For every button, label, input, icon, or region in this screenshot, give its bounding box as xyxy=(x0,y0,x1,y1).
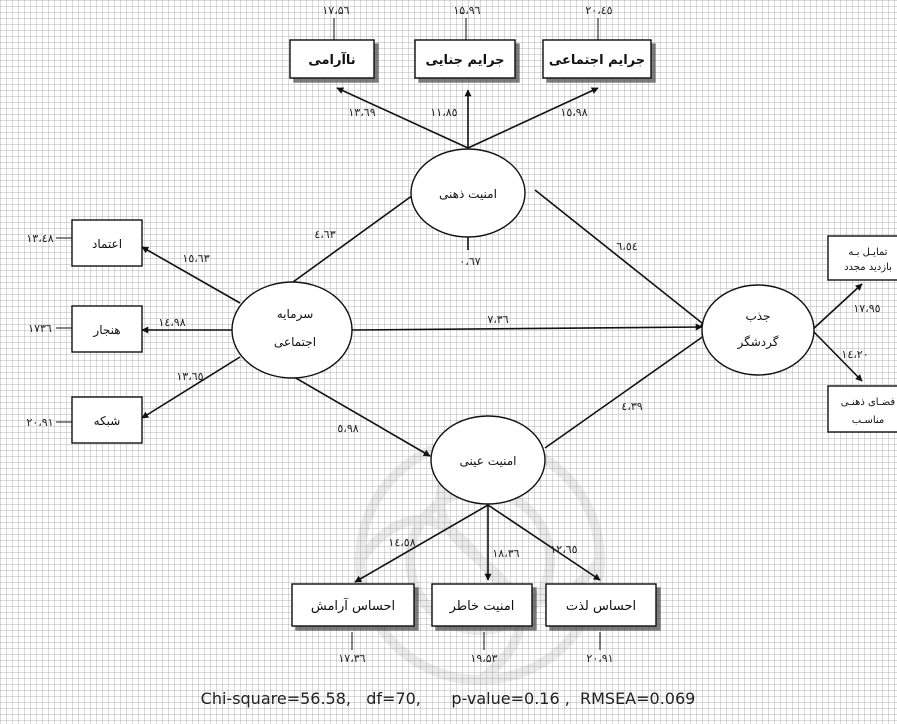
box-trust xyxy=(71,219,143,267)
label-network: شبکه xyxy=(94,414,121,428)
box-norm xyxy=(71,305,143,353)
arrow-social-capital-to-attraction xyxy=(351,323,703,331)
error-network: ۲۰،۹۱ xyxy=(26,416,53,429)
path-value-attraction-mental-space: ۱٤،۲۰ xyxy=(841,348,868,361)
label-trust: اعتماد xyxy=(92,237,122,251)
path-value-mental-criminal: ۱۱،۸٥ xyxy=(430,106,457,119)
arrow-attraction-to-mental-space xyxy=(811,329,863,382)
path-value-attraction-revisit: ۱۷،۹٥ xyxy=(853,302,880,315)
error-criminal-offenses: ۱۵،۹٦ xyxy=(453,4,480,17)
ellipse-objective-security xyxy=(430,415,546,505)
error-trust: ۱۳،٤۸ xyxy=(26,232,53,245)
ellipse-tourist-attraction xyxy=(701,284,815,376)
box-criminal-offenses xyxy=(414,39,516,79)
error-peace-of-mind: ۱۹،۵۳ xyxy=(470,652,497,665)
error-norm: ۱۷۳٦ xyxy=(28,322,52,335)
box-revisit xyxy=(827,235,897,281)
error-calmness: ۱۷،۳٦ xyxy=(338,652,365,665)
label-criminal-offenses: جرایم جنایی xyxy=(425,53,504,68)
label-mental-space-line1: فضـای ذهنـی xyxy=(841,397,896,408)
label-social-capital-line2: اجتماعی xyxy=(274,335,316,349)
path-value-objective-calmness: ۱٤،٥۸ xyxy=(388,536,415,549)
label-revisit-line2: بازدید مجدد xyxy=(844,262,892,273)
path-value-social-network: ۱۳،٦٥ xyxy=(176,370,203,383)
path-value-social-attraction: ۷،۳٦ xyxy=(487,313,508,326)
arrow-objective-to-attraction xyxy=(544,332,709,449)
box-unrest xyxy=(289,39,375,79)
arrow-mental-to-attraction xyxy=(534,189,708,328)
arrow-social-capital-to-mental xyxy=(281,189,421,291)
arrow-mental-to-social-offenses xyxy=(467,87,599,149)
error-social-offenses: ۲۰،٤٥ xyxy=(585,4,612,17)
box-social-offenses xyxy=(542,39,652,79)
label-revisit-line1: تمایـل بـه xyxy=(848,247,887,258)
error-mental-security: ۰،٦۷ xyxy=(459,255,480,268)
box-mental-space xyxy=(827,385,897,433)
path-value-mental-unrest: ۱۳،٦۹ xyxy=(348,106,375,119)
arrow-mental-to-unrest xyxy=(336,87,469,149)
label-pleasure: احساس لذت xyxy=(566,599,636,614)
label-attraction-line2: گردشگر xyxy=(737,335,779,350)
label-mental-security: امنیت ذهنی xyxy=(439,187,497,201)
ellipse-mental-security xyxy=(410,148,526,238)
label-social-capital-line1: سرمایه xyxy=(277,307,314,322)
arrow-attraction-to-revisit xyxy=(811,283,863,331)
error-pleasure: ۲۰،۹۱ xyxy=(586,652,613,665)
box-calmness xyxy=(291,583,415,627)
path-value-social-trust: ۱٥،٦۳ xyxy=(182,252,209,265)
path-value-objective-peace: ۱۸،۳٦ xyxy=(492,547,519,560)
arrow-social-capital-to-trust xyxy=(141,246,241,304)
path-value-social-objective: ٥،۹۸ xyxy=(337,422,358,435)
label-social-offenses: جرایم اجتماعی xyxy=(549,53,645,68)
arrow-social-capital-to-objective xyxy=(281,369,431,457)
box-network xyxy=(71,396,143,444)
arrow-objective-to-pleasure xyxy=(487,504,601,581)
path-value-mental-attraction: ٦،٥٤ xyxy=(616,240,637,253)
ellipse-social-capital xyxy=(231,281,353,379)
label-mental-space-line2: مناسـب xyxy=(852,415,885,426)
path-value-social-norm: ۱٤،۹۸ xyxy=(158,316,185,329)
label-attraction-line1: جذب xyxy=(745,309,770,323)
path-value-objective-pleasure: ۱۲،٦٥ xyxy=(550,543,577,556)
path-value-mental-social: ۱٥،۹۸ xyxy=(560,106,587,119)
label-peace-of-mind: امنیت خاطر xyxy=(449,599,515,614)
label-objective-security: امنیت عینی xyxy=(459,454,516,468)
error-unrest: ۱۷،۵٦ xyxy=(322,4,349,17)
fit-statistics: Chi-square=56.58, df=70, p-value=0.16 , … xyxy=(201,689,696,708)
arrow-objective-to-calmness xyxy=(354,504,489,583)
label-calmness: احساس آرامش xyxy=(311,597,395,614)
arrow-social-capital-to-network xyxy=(141,356,241,419)
box-pleasure xyxy=(545,583,657,627)
label-unrest: ناآرامی xyxy=(308,51,355,68)
box-peace-of-mind xyxy=(431,583,533,627)
path-value-social-mental: ٤،٦۳ xyxy=(314,228,335,241)
label-norm: هنجار xyxy=(92,323,120,338)
path-value-objective-attraction: ٤،۳۹ xyxy=(621,400,642,413)
